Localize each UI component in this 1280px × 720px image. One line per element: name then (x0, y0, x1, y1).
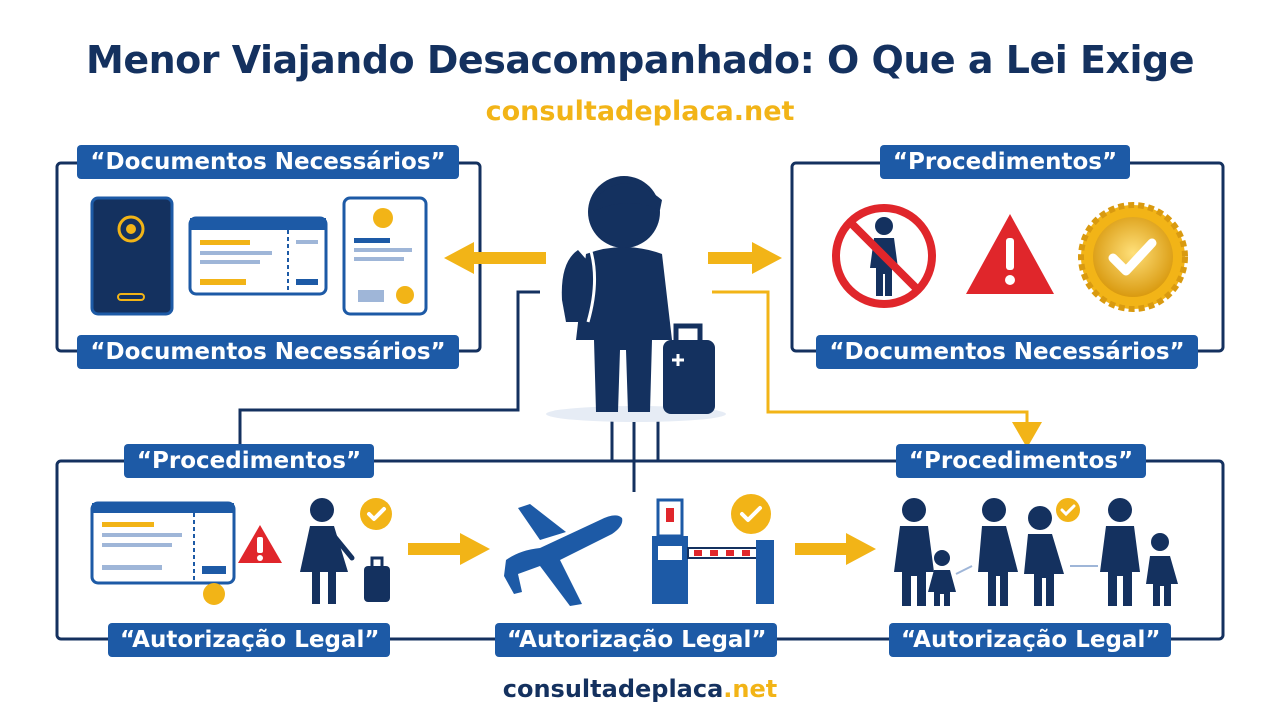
connector-yellow (712, 290, 1029, 432)
label-top-left-upper: “Documentos Necessários” (77, 145, 459, 179)
page-subtitle: consultadeplaca.net (485, 96, 795, 127)
warning-icon-small (238, 525, 282, 563)
woman-with-luggage-icon (300, 498, 392, 604)
certificate-icon (342, 196, 428, 316)
no-child-icon (832, 204, 936, 308)
arrow-left-documents (444, 242, 546, 274)
warning-icon (966, 214, 1054, 294)
label-bottom-right-upper: “Procedimentos” (896, 444, 1146, 478)
label-top-right-lower: “Documentos Necessários” (816, 335, 1198, 369)
ticket-icon-bottom (90, 501, 236, 605)
footer-brand-tld: .net (723, 675, 778, 703)
label-top-left-lower: “Documentos Necessários” (77, 335, 459, 369)
traveler-icon (546, 176, 726, 422)
connector-lines (238, 290, 900, 492)
airplane-icon (504, 504, 623, 606)
boarding-gate-icon (652, 494, 774, 604)
arrow-right-1 (408, 533, 490, 565)
label-bottom-right-lower: “Autorização Legal” (889, 623, 1171, 657)
arrow-right-procedures (708, 242, 782, 274)
arrow-right-2 (795, 533, 876, 565)
family-icon (894, 498, 1178, 606)
arrowhead-down (1012, 422, 1042, 448)
footer-brand-name: consultadeplaca (502, 675, 724, 703)
arrows (408, 242, 876, 565)
passport-icon (90, 196, 174, 316)
label-bottom-left-lower: “Autorização Legal” (108, 623, 390, 657)
ticket-icon (188, 216, 328, 296)
label-bottom-left-upper: “Procedimentos” (124, 444, 374, 478)
footer-brand: consultadeplaca.net (0, 675, 1280, 703)
label-bottom-center-lower: “Autorização Legal” (495, 623, 777, 657)
approved-seal-icon (1078, 202, 1188, 312)
page-title: Menor Viajando Desacompanhado: O Que a L… (86, 38, 1194, 82)
label-top-right-upper: “Procedimentos” (880, 145, 1130, 179)
